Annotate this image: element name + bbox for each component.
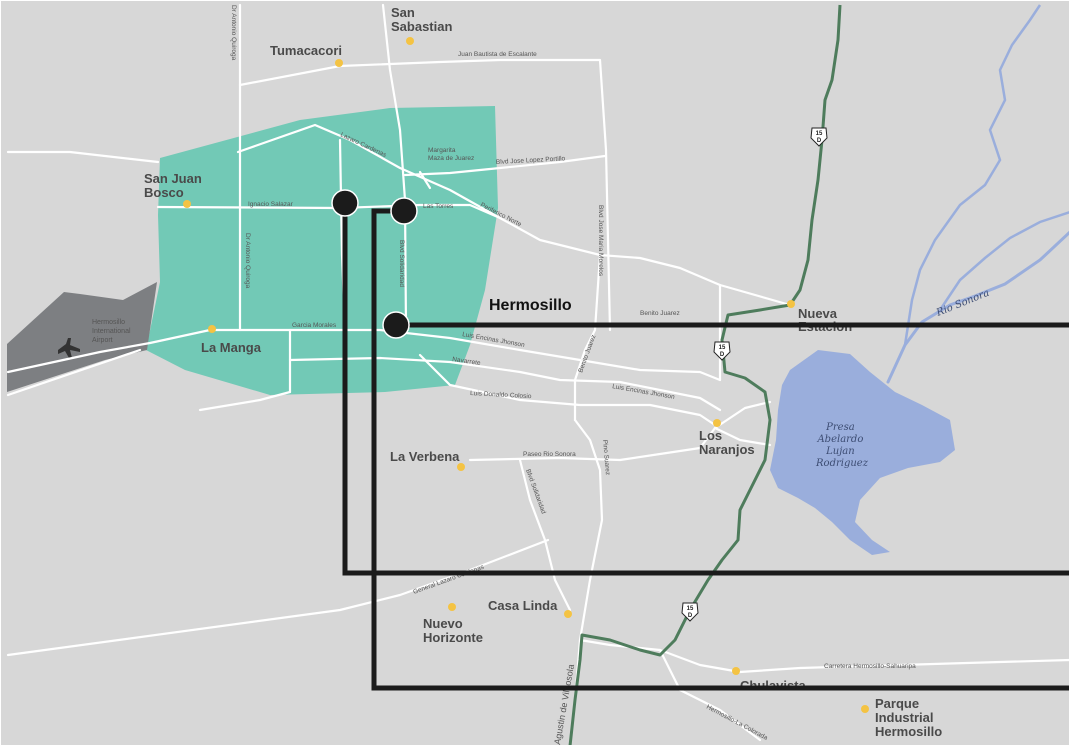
- svg-text:D: D: [817, 138, 822, 144]
- airplane-icon: [58, 338, 80, 358]
- callout-pin-icon[interactable]: [331, 189, 359, 217]
- place-marker-icon: [713, 419, 721, 427]
- presa-dam: [770, 350, 955, 555]
- place-casa-linda: Casa Linda: [488, 598, 558, 613]
- dam-label: Presa Abelardo Lujan Rodriguez: [815, 422, 869, 469]
- highway-shield-icon: 15 D: [810, 127, 828, 147]
- place-marker-icon: [335, 59, 343, 67]
- svg-text:15: 15: [687, 606, 694, 612]
- svg-text:Dr Antonio Quiroga: Dr Antonio Quiroga: [230, 5, 237, 61]
- place-nuevo-horizonte: Nuevo Horizonte: [423, 616, 483, 645]
- place-la-manga: La Manga: [201, 340, 262, 355]
- svg-text:D: D: [720, 352, 725, 358]
- airport-label: Hermosillo International Airport: [92, 319, 132, 344]
- svg-text:Pino Suarez: Pino Suarez: [601, 440, 611, 476]
- place-la-verbena: La Verbena: [390, 449, 460, 464]
- place-city: Hermosillo: [489, 297, 572, 314]
- road-network: [6, 3, 1070, 746]
- svg-text:Luis Donaldo Colosio: Luis Donaldo Colosio: [470, 390, 532, 400]
- svg-text:Juan Bautista de Escalante: Juan Bautista de Escalante: [458, 51, 537, 58]
- place-los-naranjos: Los Naranjos: [699, 428, 755, 457]
- svg-text:15: 15: [719, 345, 726, 351]
- highway-shield-icon: 15 D: [713, 341, 731, 361]
- place-marker-icon: [564, 610, 572, 618]
- place-marker-icon: [208, 325, 216, 333]
- place-marker-icon: [861, 705, 869, 713]
- svg-text:Ignacio Salazar: Ignacio Salazar: [248, 201, 294, 208]
- place-san-sebastian: San Sabastian: [391, 5, 452, 34]
- place-san-juan-bosco: San Juan Bosco: [144, 171, 205, 200]
- place-marker-icon: [406, 37, 414, 45]
- svg-text:Carretera Hermosillo-Sahuaripa: Carretera Hermosillo-Sahuaripa: [824, 663, 916, 670]
- callout-pin-icon[interactable]: [390, 197, 418, 225]
- place-marker-icon: [732, 667, 740, 675]
- place-tumacacori: Tumacacori: [270, 43, 342, 58]
- svg-text:Paseo Rio Sonora: Paseo Rio Sonora: [523, 451, 576, 458]
- svg-text:Blvd Solidaridad: Blvd Solidaridad: [398, 240, 405, 287]
- place-marker-icon: [183, 200, 191, 208]
- svg-text:Maza de Juarez: Maza de Juarez: [428, 155, 474, 162]
- callout-pin-icon[interactable]: [382, 311, 410, 339]
- svg-text:Margarita: Margarita: [428, 147, 456, 154]
- highway-15d: [568, 4, 842, 746]
- callout-line-2: [371, 208, 1070, 691]
- svg-text:Las Torres: Las Torres: [423, 203, 454, 210]
- rio-sonora: [886, 230, 1070, 384]
- svg-text:Garcia Morales: Garcia Morales: [292, 322, 337, 329]
- callout-line-1: [342, 203, 1070, 576]
- place-markers: [183, 37, 869, 713]
- svg-text:Dr Antonio Quiroga: Dr Antonio Quiroga: [244, 233, 251, 289]
- callout-lines: [342, 203, 1070, 691]
- place-parque-industrial: Parque Industrial Hermosillo: [875, 696, 942, 739]
- svg-text:Blvd Jose Lopez Portillo: Blvd Jose Lopez Portillo: [496, 155, 566, 166]
- highway-shield-icon: 15 D: [681, 602, 699, 622]
- river-tributary-2: [938, 210, 1070, 311]
- place-marker-icon: [457, 463, 465, 471]
- svg-text:15: 15: [816, 131, 823, 137]
- svg-text:D: D: [688, 613, 693, 619]
- svg-text:Navarrete: Navarrete: [452, 356, 482, 367]
- svg-text:Blvd Jose Maria Morelos: Blvd Jose Maria Morelos: [597, 205, 604, 277]
- place-marker-icon: [787, 300, 795, 308]
- svg-text:Benito Juarez: Benito Juarez: [640, 310, 680, 317]
- place-marker-icon: [448, 603, 456, 611]
- river-tributary-1: [903, 4, 1042, 346]
